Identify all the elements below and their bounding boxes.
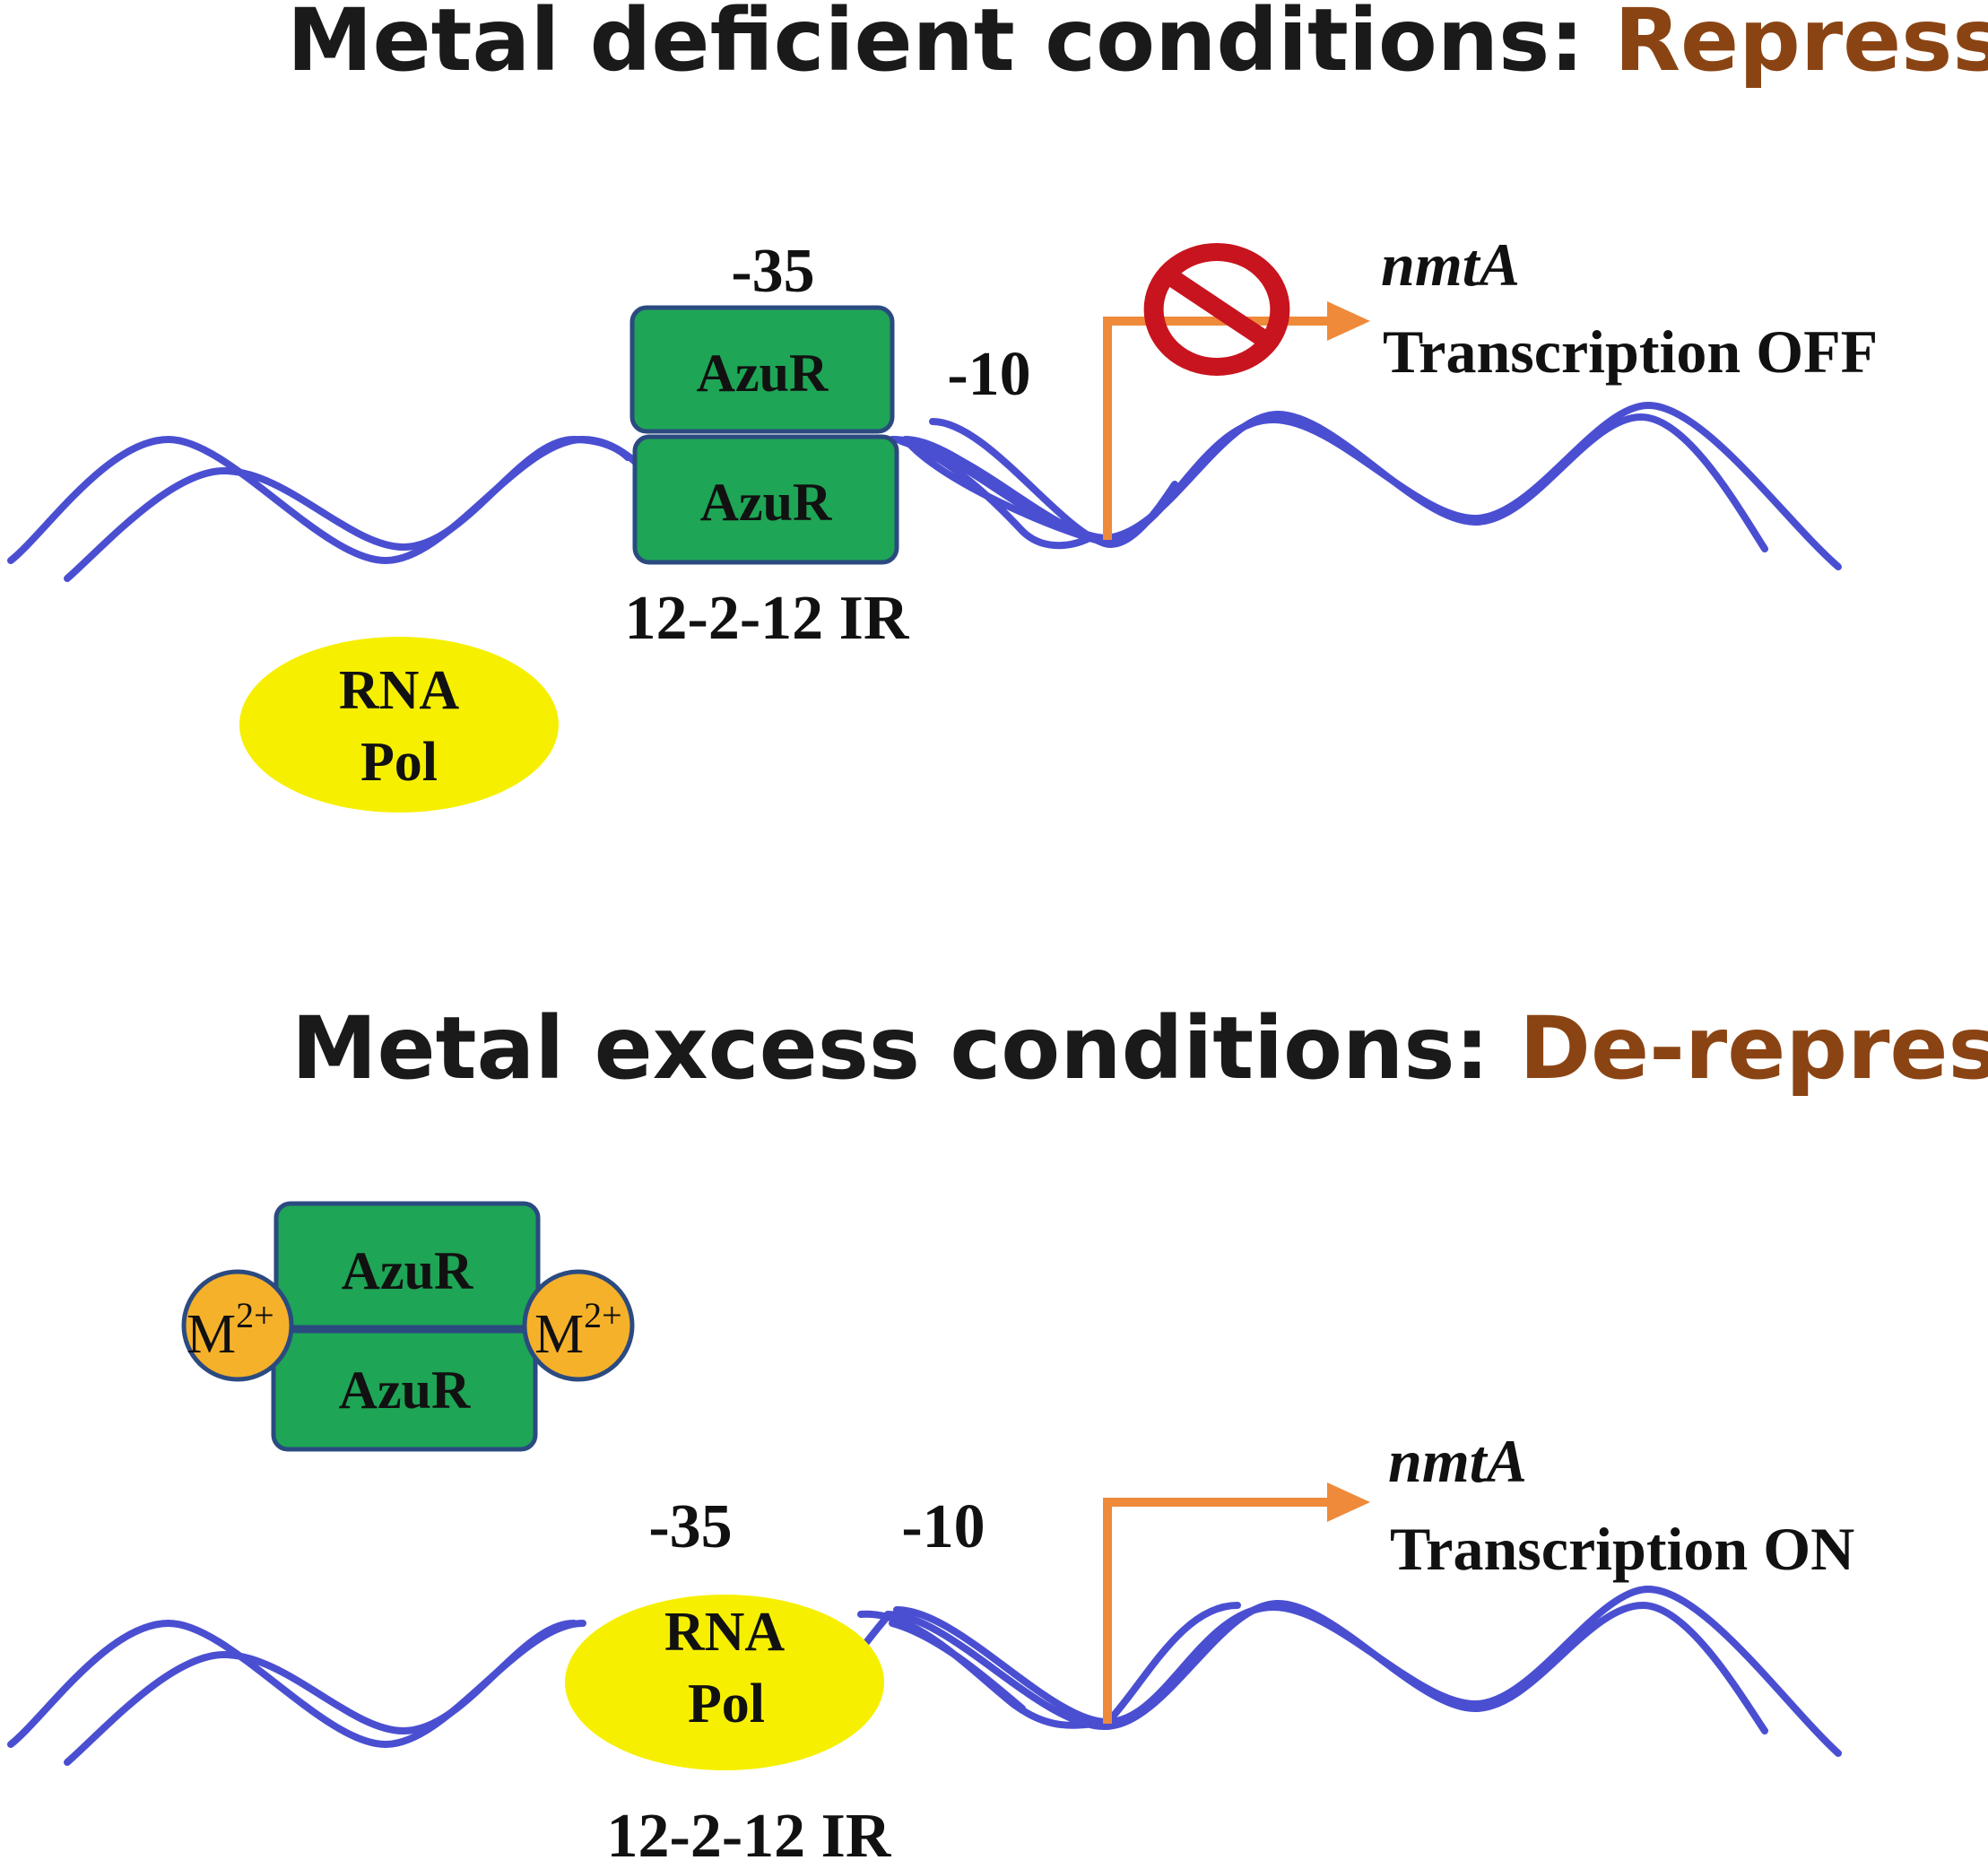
title-repression-prefix: Metal deficient conditions:: [287, 0, 1614, 91]
metal-right-symbol: M: [534, 1304, 584, 1365]
minus10-label-bottom: -10: [901, 1492, 985, 1561]
azur-metal-upper-label: AzuR: [342, 1241, 473, 1300]
dna-bottom-strand-d: [1108, 1602, 1241, 1721]
dna-double-helix: [7, 401, 1842, 582]
title-repression: Metal deficient conditions: Repression: [287, 0, 1988, 91]
gene-name-bottom: nmtA: [1388, 1427, 1527, 1495]
rna-pol-bound-line1: RNA: [664, 1602, 786, 1663]
minus10-label: -10: [947, 340, 1030, 409]
azur-metal-lower-label: AzuR: [339, 1360, 471, 1420]
ir-label-bottom: 12-2-12 IR: [607, 1802, 892, 1869]
transcription-status-bottom: Transcription ON: [1390, 1515, 1854, 1583]
dna-bottom-strand-b: [64, 1585, 1842, 1766]
tss-arrow-bottom: [1103, 1482, 1370, 1724]
tss-arrow: [1103, 301, 1370, 540]
metal-ion-left-label: M2+: [187, 1295, 274, 1365]
azur-lower-label: AzuR: [700, 473, 832, 532]
prohibit-icon: [1143, 243, 1290, 376]
title-derepression: Metal excess conditions: De-repression: [291, 998, 1988, 1099]
minus35-label-bottom: -35: [648, 1492, 732, 1561]
panel-repression: Metal deficient conditions: Repression A…: [7, 0, 1988, 813]
title-repression-accent: Repression: [1614, 0, 1988, 91]
azur-metal-upper-box: [273, 1201, 541, 1330]
metal-ion-right: [522, 1269, 635, 1382]
transcription-status: Transcription OFF: [1383, 317, 1878, 386]
ir-label: 12-2-12 IR: [625, 584, 910, 653]
metal-ion-left: [181, 1269, 294, 1382]
dna-strand-center-b: [929, 418, 1178, 548]
rna-pol-line1: RNA: [339, 660, 460, 721]
dna-bottom-strand-a: [7, 1599, 1768, 1749]
gene-name: nmtA: [1381, 230, 1520, 299]
title-derepression-accent: De-repression: [1519, 998, 1988, 1099]
azur-metal-lower-box: [271, 1328, 538, 1452]
rna-pol-line2: Pol: [360, 732, 438, 793]
azur-upper-box: [629, 305, 895, 434]
dna-strand-b: [64, 401, 1842, 582]
dna-bottom-strand-c: [857, 1610, 1108, 1729]
metal-left-symbol: M: [187, 1304, 236, 1365]
metal-left-charge: 2+: [236, 1295, 274, 1335]
rna-pol-bound-line2: Pol: [688, 1673, 765, 1734]
dna-strand-center-a: [898, 438, 1093, 550]
metal-ion-right-label: M2+: [534, 1295, 622, 1365]
metal-right-charge: 2+: [584, 1295, 622, 1335]
dna-double-helix-bottom: [7, 1585, 1842, 1766]
azur-lower-box: [632, 434, 899, 565]
minus35-label: -35: [731, 237, 814, 306]
rna-pol-ellipse: [239, 637, 559, 813]
panel-derepression: Metal excess conditions: De-repression A…: [7, 998, 1988, 1869]
azur-upper-label: AzuR: [697, 343, 829, 403]
rna-pol-bound-ellipse: [565, 1595, 884, 1770]
title-derepression-prefix: Metal excess conditions:: [291, 998, 1519, 1099]
